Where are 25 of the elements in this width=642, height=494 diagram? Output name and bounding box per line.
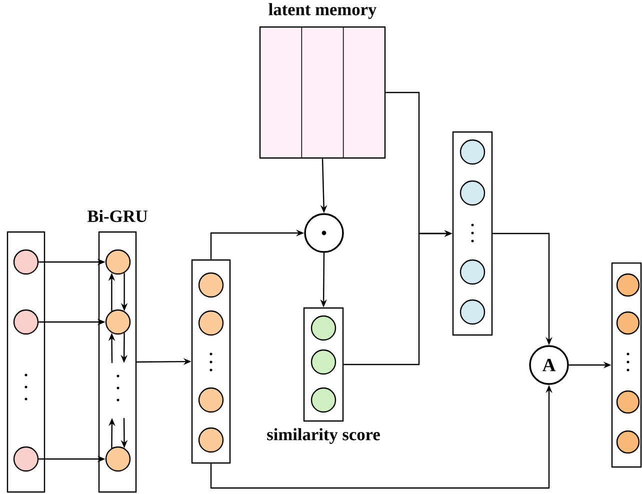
neuron-circle bbox=[105, 446, 131, 472]
neuron-circle bbox=[460, 299, 486, 325]
neuron-circle bbox=[105, 309, 131, 335]
neuron-circle bbox=[616, 430, 640, 454]
column-label: latent memory bbox=[268, 3, 376, 19]
neuron-circle bbox=[460, 180, 486, 206]
neuron-circle bbox=[616, 390, 640, 414]
neuron-circle bbox=[198, 310, 224, 336]
neuron-circle bbox=[616, 311, 640, 335]
neuron-circle bbox=[310, 387, 336, 413]
neuron-circle bbox=[13, 309, 39, 335]
neuron-circle bbox=[616, 273, 640, 297]
neuron-circle bbox=[105, 249, 131, 275]
neuron-circle bbox=[198, 272, 224, 298]
column-label: Bi-GRU bbox=[87, 210, 148, 222]
neuron-circle bbox=[310, 315, 336, 341]
neuron-circle bbox=[460, 139, 486, 165]
neuron-circle bbox=[198, 427, 224, 453]
dot-product-circle bbox=[304, 213, 344, 253]
neuron-circle bbox=[13, 446, 39, 472]
neuron-circle bbox=[460, 259, 486, 285]
neuron-circle bbox=[310, 349, 336, 375]
neuron-circle bbox=[198, 387, 224, 413]
neuron-circle bbox=[13, 249, 39, 275]
column-label: similarity score bbox=[267, 428, 380, 444]
